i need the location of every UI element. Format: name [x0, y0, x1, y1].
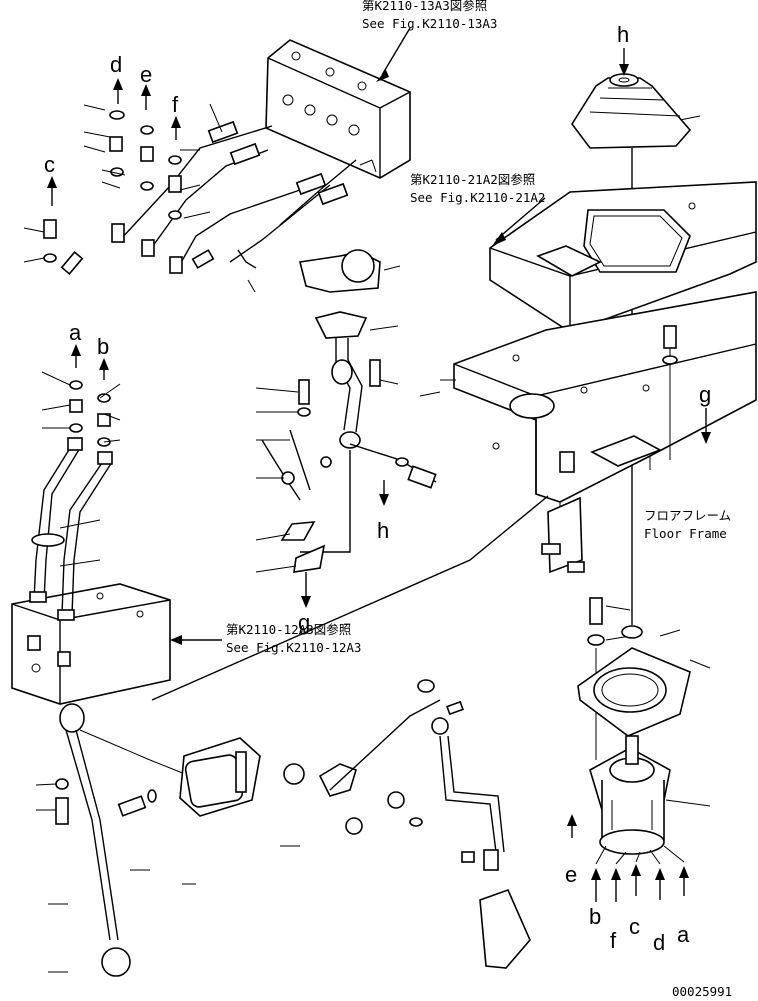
letter-a-bottom: a [677, 922, 690, 947]
ref1-jp: 第K2110-13A3図参照 [362, 0, 487, 13]
letter-b-bottom: b [589, 904, 601, 929]
ref2-en: See Fig.K2110-21A2 [410, 190, 545, 205]
left-manifold-block [11, 583, 171, 705]
floor-frame-en: Floor Frame [644, 526, 727, 541]
floor-frame-jp: フロアフレーム [644, 508, 731, 523]
connection-arrows [47, 48, 711, 902]
letter-c-bottom: c [629, 914, 640, 939]
letter-h-center: h [377, 518, 389, 543]
letter-d-bottom: d [653, 930, 665, 955]
shift-unit [577, 597, 691, 855]
connection-letters: d e f c a b h g h g e b f c d a [44, 22, 711, 955]
shift-boot [571, 73, 692, 149]
bolt-top [663, 325, 677, 349]
letter-e-bottom: e [565, 862, 577, 887]
top-left-fittings [43, 110, 183, 274]
letter-e-top: e [140, 62, 152, 87]
letter-f-bottom: f [610, 928, 617, 953]
center-lever-assembly [261, 249, 437, 573]
letter-h-right: h [617, 22, 629, 47]
ref-leader-1 [381, 27, 411, 76]
ref2-jp: 第K2110-21A2図参照 [410, 172, 535, 187]
console-cover [489, 181, 757, 333]
leader-lines [23, 103, 711, 811]
letter-d-top: d [110, 52, 122, 77]
left-hoses [29, 437, 113, 621]
top-valve-block [265, 39, 411, 179]
letter-g-right: g [699, 382, 711, 407]
ref3-jp: 第K2110-12A3図参照 [226, 622, 351, 637]
floor-frame [419, 291, 757, 574]
ref-leader-2 [495, 197, 546, 241]
letter-a-left: a [69, 320, 82, 345]
top-hoses [60, 120, 357, 293]
left-lever [59, 703, 201, 977]
letter-g-center: g [298, 610, 310, 635]
ref3-en: See Fig.K2110-12A3 [226, 640, 361, 655]
letter-c-left: c [44, 152, 55, 177]
letter-f-top: f [172, 92, 179, 117]
ref1-en: See Fig.K2110-13A3 [362, 16, 497, 31]
drawing-number: 00025991 [672, 984, 732, 999]
lower-linkage [117, 495, 549, 969]
letter-b-left: b [97, 334, 109, 359]
small-crosses [48, 845, 300, 973]
